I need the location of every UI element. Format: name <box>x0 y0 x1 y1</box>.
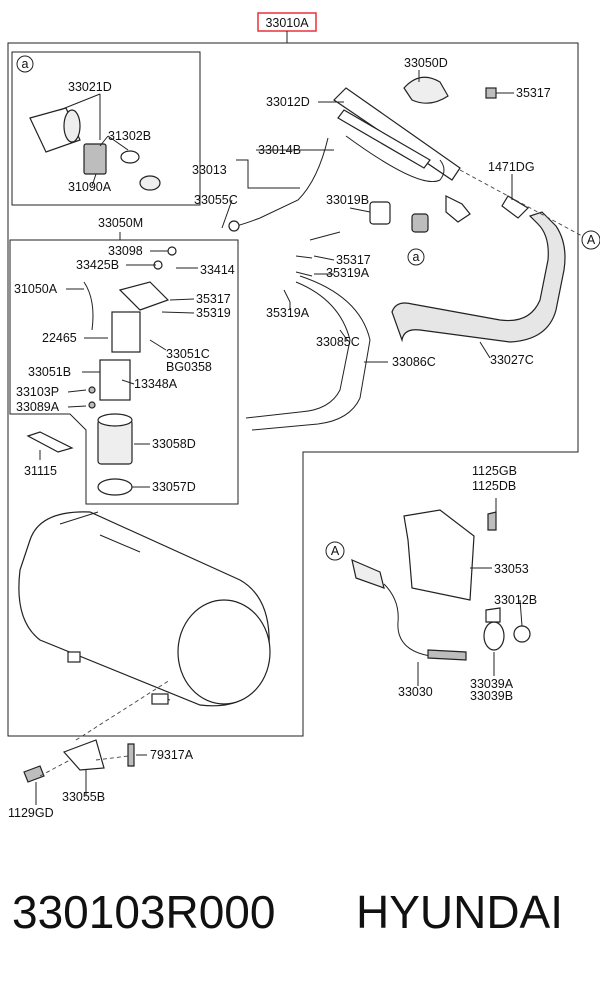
label-33050M[interactable]: 33050M <box>98 216 143 230</box>
exploded-parts-diagram: 33010A a <box>7 12 600 820</box>
label-33057D[interactable]: 33057D <box>152 480 196 494</box>
fuel-line-33085C <box>245 281 351 419</box>
label-35317-b[interactable]: 35317 <box>336 253 371 267</box>
label-33012B[interactable]: 33012B <box>494 593 537 607</box>
label-33050D[interactable]: 33050D <box>404 56 448 70</box>
label-33053[interactable]: 33053 <box>494 562 529 576</box>
inset-a-marker-2 <box>407 248 425 266</box>
label-33058D[interactable]: 33058D <box>152 437 196 451</box>
label-33425B[interactable]: 33425B <box>76 258 119 272</box>
fuel-tank <box>18 511 271 707</box>
inset-marker-ref: a <box>413 250 420 264</box>
filler-assembly <box>333 76 529 223</box>
pump-module-parts <box>83 246 177 496</box>
label-BG0358[interactable]: BG0358 <box>166 360 212 374</box>
bracket-bolt-79317A <box>127 743 135 767</box>
connector-a-marker-bottom <box>325 541 345 561</box>
label-35319A-b[interactable]: 35319A <box>266 306 310 320</box>
label-79317A[interactable]: 79317A <box>150 748 194 762</box>
small-hose <box>283 231 341 303</box>
label-35317-c[interactable]: 35317 <box>196 292 231 306</box>
inset-filter-box: a <box>11 51 201 206</box>
label-33012D[interactable]: 33012D <box>266 95 310 109</box>
main-part-label[interactable]: 33010A <box>265 16 309 30</box>
label-31090A[interactable]: 31090A <box>68 180 112 194</box>
lower-filler-assembly <box>351 509 531 661</box>
connector-dash <box>459 169 583 237</box>
footer-caption: 330103R000 HYUNDAI <box>12 880 592 944</box>
inset-marker: a <box>22 57 29 71</box>
label-33103P[interactable]: 33103P <box>16 385 59 399</box>
label-35317-a[interactable]: 35317 <box>516 86 551 100</box>
label-33085C[interactable]: 33085C <box>316 335 360 349</box>
label-31302B[interactable]: 31302B <box>108 129 151 143</box>
label-35319A-a[interactable]: 35319A <box>326 266 370 280</box>
label-33030[interactable]: 33030 <box>398 685 433 699</box>
brand-text: HYUNDAI <box>356 886 564 938</box>
label-33039A[interactable]: 33039A <box>470 677 514 691</box>
label-33014B[interactable]: 33014B <box>258 143 301 157</box>
connector-a-bottom: A <box>331 544 340 558</box>
vent-connector <box>228 220 240 232</box>
label-1471DG[interactable]: 1471DG <box>488 160 535 174</box>
fuel-line-33086C <box>251 275 371 431</box>
filter-element <box>83 143 107 175</box>
pump-module-box <box>9 239 239 505</box>
connector-a-marker-top <box>581 230 600 250</box>
vent-line <box>235 137 329 227</box>
inset-leaders <box>59 93 129 187</box>
label-22465[interactable]: 22465 <box>42 331 77 345</box>
leader-lines <box>35 70 523 805</box>
label-1125DB[interactable]: 1125DB <box>472 479 516 493</box>
label-33414[interactable]: 33414 <box>200 263 235 277</box>
bracket-dashes <box>39 679 171 777</box>
connector-a-top: A <box>587 233 596 247</box>
label-33013[interactable]: 33013 <box>192 163 227 177</box>
label-33021D[interactable]: 33021D <box>68 80 112 94</box>
valve-clip <box>411 213 429 233</box>
label-1129GD[interactable]: 1129GD <box>8 806 54 820</box>
label-33086C[interactable]: 33086C <box>392 355 436 369</box>
filter-cap <box>139 175 161 191</box>
label-33089A[interactable]: 33089A <box>16 400 60 414</box>
filler-hose-33027C <box>391 211 566 343</box>
label-33055B[interactable]: 33055B <box>62 790 105 804</box>
label-33098[interactable]: 33098 <box>108 244 143 258</box>
gasket-31115 <box>26 431 74 453</box>
label-31050A[interactable]: 31050A <box>14 282 58 296</box>
vent-hose <box>345 135 445 183</box>
part-number-text: 330103R000 <box>12 886 276 938</box>
label-33027C[interactable]: 33027C <box>490 353 534 367</box>
label-33019B[interactable]: 33019B <box>326 193 369 207</box>
label-35319[interactable]: 35319 <box>196 306 231 320</box>
tank-bracket <box>62 739 105 771</box>
filter-oring <box>120 150 140 164</box>
valve-33019B <box>369 201 391 225</box>
label-33051B[interactable]: 33051B <box>28 365 71 379</box>
label-33039B[interactable]: 33039B <box>470 689 513 703</box>
label-33051C[interactable]: 33051C <box>166 347 210 361</box>
label-33055C[interactable]: 33055C <box>194 193 238 207</box>
label-31115[interactable]: 31115 <box>24 464 57 478</box>
label-1125GB[interactable]: 1125GB <box>472 464 517 478</box>
assembly-frame <box>7 42 579 737</box>
bracket-bolt-1129GD <box>23 765 45 783</box>
filter-housing-end <box>63 109 81 143</box>
label-13348A[interactable]: 13348A <box>134 377 178 391</box>
